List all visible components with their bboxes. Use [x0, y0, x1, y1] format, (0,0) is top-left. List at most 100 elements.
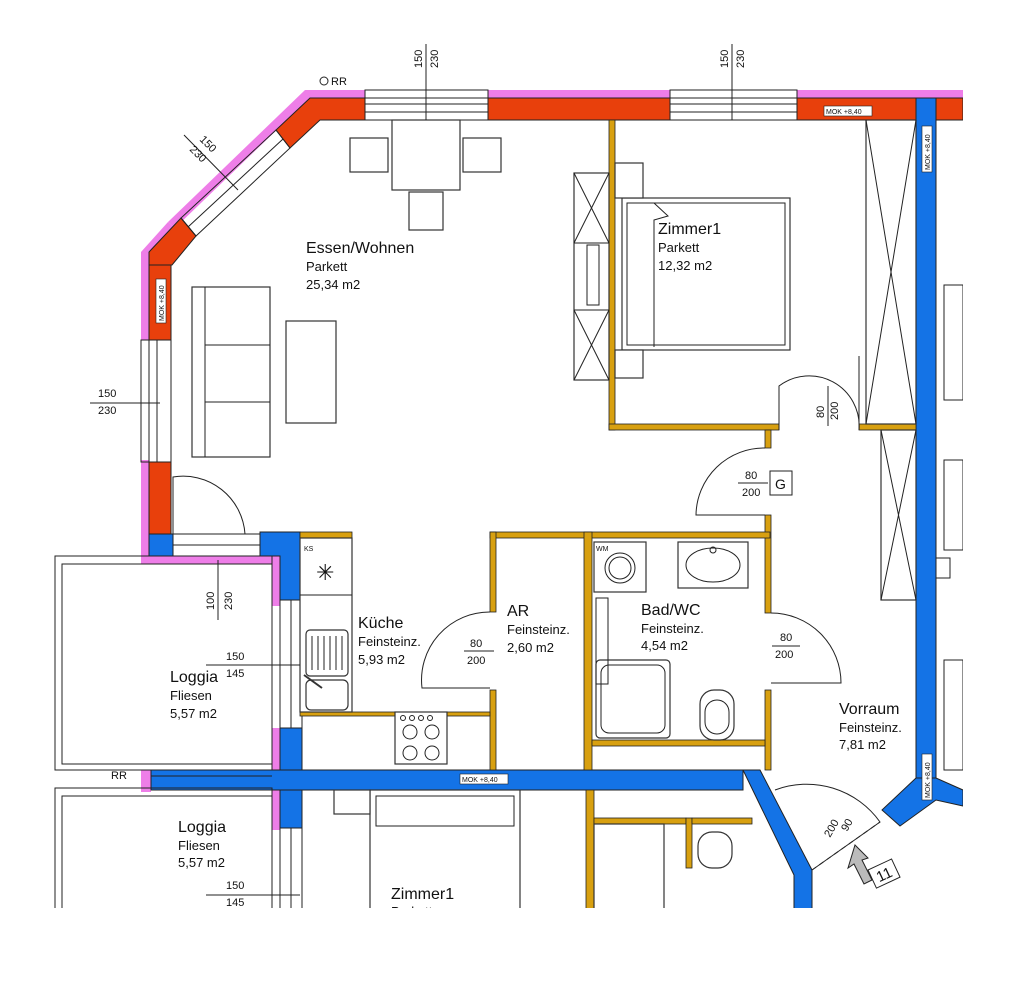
bed [621, 197, 791, 351]
room-floor: Parkett [658, 240, 700, 255]
window-1-width: 150 [413, 50, 425, 68]
level-labels: MOK +8,40 MOK +8,40 MOK +8,40 MOK +8,40 … [155, 105, 933, 801]
doors [172, 356, 881, 871]
room-area: 7,81 m2 [839, 737, 886, 752]
insulation-loggia-right-low [272, 728, 280, 788]
insulation-loggia2-top [141, 770, 151, 792]
door-loggia-height: 230 [223, 592, 235, 610]
window-2-width: 150 [719, 50, 731, 68]
loggia-top-frame [54, 555, 273, 771]
room-name: Bad/WC [641, 602, 701, 619]
room-vorraum: Vorraum Feinsteinz. 7,81 m2 [839, 701, 902, 752]
wall-blue-horizontal [150, 769, 744, 791]
entrance-marker: 11 [847, 844, 901, 889]
room-floor: Feinsteinz. [507, 622, 570, 637]
mok-label-bottom: MOK +8,40 [462, 777, 498, 784]
insulation-loggia2-right [272, 790, 280, 830]
window-4-width: 150 [98, 388, 116, 400]
room-floor: Feinsteinz. [641, 621, 704, 636]
room-name: Vorraum [839, 701, 899, 718]
furniture: KS ✳ WM [191, 119, 964, 911]
chair-left [349, 137, 389, 173]
mok-label-top: MOK +8,40 [826, 109, 862, 116]
ks-label: KS [304, 546, 314, 553]
entrance-number: 11 [874, 864, 895, 886]
window-1-height: 230 [429, 50, 441, 68]
chair-right [462, 137, 502, 173]
washing-machine [593, 541, 647, 593]
washbasin [677, 541, 749, 589]
mok-label-right-bottom: MOK +8,40 [925, 762, 932, 798]
insulation-loggia-right [272, 556, 280, 606]
g-label: G [775, 476, 786, 492]
nightstand-bottom [614, 349, 644, 379]
room-name: Zimmer1 [658, 221, 721, 238]
window-2-height: 230 [735, 50, 747, 68]
window-6-height: 145 [226, 897, 244, 909]
room-area: 25,34 m2 [306, 277, 360, 292]
sofa [191, 286, 271, 458]
chair-bottom [408, 191, 444, 231]
window-dimensions: 150 230 150 230 150 230 150 230 100 230 … [90, 44, 747, 909]
crop-mask [0, 908, 1024, 994]
insulation-diagonal [168, 90, 312, 228]
door-bad-width: 80 [780, 632, 792, 644]
crop-mask-right [963, 0, 1024, 994]
mok-label-right-top: MOK +8,40 [925, 134, 932, 170]
window-5-height: 145 [226, 668, 244, 680]
room-area: 5,57 m2 [170, 706, 217, 721]
insulation-top [305, 90, 365, 98]
room-area: 12,32 m2 [658, 258, 712, 273]
room-floor: Fliesen [178, 838, 220, 853]
door-entry-height: 200 [822, 818, 842, 840]
wall-red-top-right [796, 97, 964, 121]
room-floor: Parkett [306, 259, 348, 274]
toilet [699, 689, 735, 741]
door-loggia-width: 100 [205, 592, 217, 610]
shower [595, 659, 671, 739]
room-floor: Feinsteinz. [839, 720, 902, 735]
door-zimmer-height: 200 [829, 402, 841, 420]
wall-blue-diagonal [742, 769, 813, 911]
room-floor: Fliesen [170, 688, 212, 703]
insulation-left-top [141, 222, 175, 252]
insulation-top-mid [488, 90, 670, 99]
rr-loggia-label: RR [111, 770, 127, 782]
insulation-loggia-top [141, 556, 281, 564]
wall-blue-right [915, 97, 937, 799]
room-kueche: Küche Feinsteinz. 5,93 m2 [358, 615, 421, 667]
dining-table [391, 119, 461, 191]
window-4-height: 230 [98, 405, 116, 417]
room-name: Loggia [170, 669, 218, 686]
wall-blue-kitchen-corner [259, 531, 301, 601]
stove [394, 711, 448, 765]
room-zimmer1: Zimmer1 Parkett 12,32 m2 [658, 221, 721, 273]
room-name: Loggia [178, 819, 226, 836]
nightstand-top [614, 162, 644, 199]
wall-blue-right-bottom [881, 777, 964, 827]
insulation-top-right [797, 90, 963, 99]
door-bad-height: 200 [775, 649, 793, 661]
door-dimensions: 80 200 80 200 G 80 200 80 200 200 90 [464, 386, 856, 840]
wall-blue-corner [148, 533, 174, 557]
room-area: 5,93 m2 [358, 652, 405, 667]
door-ar-width: 80 [470, 638, 482, 650]
door-g-width: 80 [745, 470, 757, 482]
rr-markers: RR RR [111, 76, 347, 782]
room-ar: AR Feinsteinz. 2,60 m2 [507, 603, 570, 655]
room-area: 4,54 m2 [641, 638, 688, 653]
room-name: Zimmer1 [391, 886, 454, 903]
mok-label-left: MOK +8,40 [159, 285, 166, 321]
room-name: Essen/Wohnen [306, 240, 414, 257]
wall-red-left-low [148, 461, 172, 535]
coffee-table [285, 320, 337, 424]
door-entry-width: 90 [839, 817, 856, 834]
door-ar-height: 200 [467, 655, 485, 667]
rr-top-label: RR [331, 76, 347, 88]
loggias [54, 555, 273, 911]
star-icon: ✳ [316, 560, 334, 585]
room-area: 2,60 m2 [507, 640, 554, 655]
room-loggia: Loggia Fliesen 5,57 m2 [170, 669, 218, 721]
room-essen-wohnen: Essen/Wohnen Parkett 25,34 m2 [306, 240, 414, 292]
window-5-width: 150 [226, 651, 244, 663]
